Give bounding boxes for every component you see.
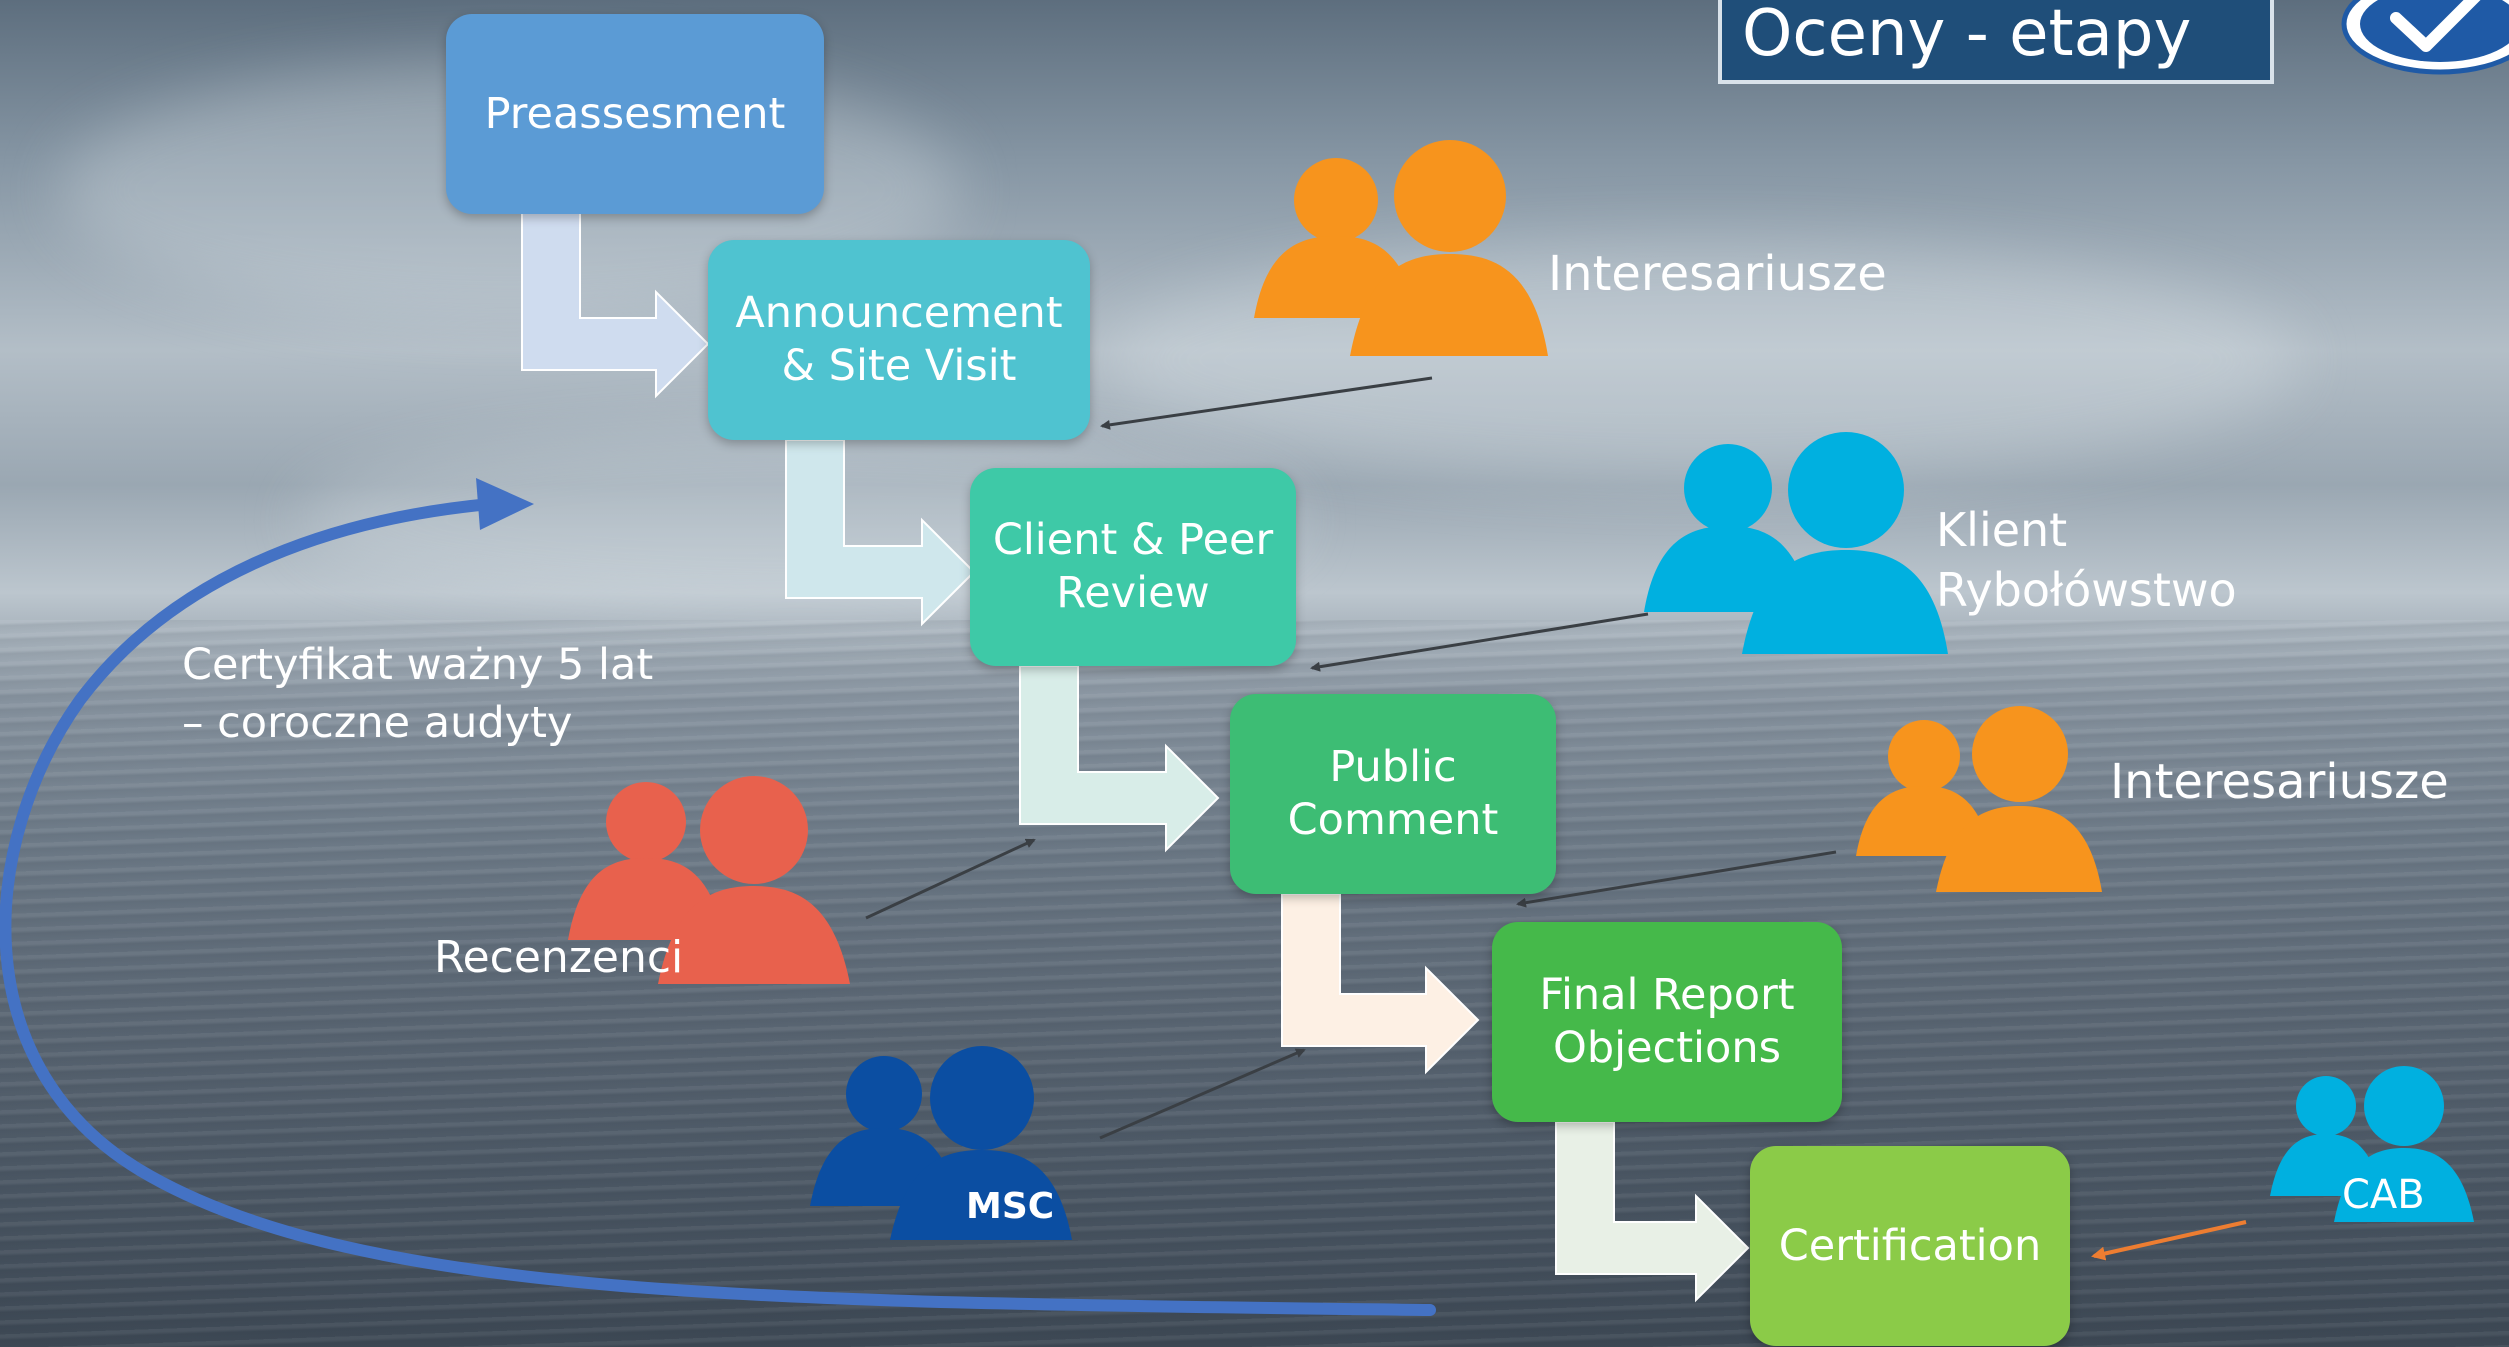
people-icon-navy [810,1046,1072,1240]
stage-box-final-report: Final Report Objections [1492,922,1842,1122]
stage-box-public-comment: Public Comment [1230,694,1556,894]
bent-arrow-1 [521,211,710,399]
pointer-line-orange [2091,1220,2247,1261]
stakeholder-label: Interesariusze [1548,246,1887,302]
pointer-line [1099,1048,1306,1140]
stage-box-announcement: Announcement & Site Visit [708,240,1090,440]
pointer-line [1100,376,1433,430]
bent-arrow-3 [1019,665,1220,853]
people-icon-orange [1856,706,2102,892]
bent-arrow-4 [1281,893,1480,1075]
pointer-line [1310,612,1649,672]
stakeholder-label: MSC [966,1186,1055,1227]
cycle-arrowhead [476,478,534,530]
people-icon-red [568,776,850,984]
stakeholder-label: Interesariusze [2110,754,2449,810]
stage-box-certification: Certification [1750,1146,2070,1346]
people-icon-blue [1644,432,1948,654]
bent-arrow-5 [1555,1121,1750,1303]
people-icon-blue [2270,1066,2474,1222]
stage-box-client-peer-review: Client & Peer Review [970,468,1296,666]
pointer-line [865,838,1036,920]
stakeholder-label: Recenzenci [434,932,684,983]
bent-arrow-2 [785,439,976,627]
stakeholder-label: CAB [2342,1172,2425,1218]
cycle-arc [0,498,1436,1316]
slide-title: Oceny - etapy [1718,0,2274,84]
people-icon-orange [1254,140,1548,356]
pointer-line [1516,850,1837,908]
stakeholder-label: Klient Rybołówstwo [1936,503,2237,617]
stage-box-preassessment: Preassesment [446,14,824,214]
cycle-note: Certyfikat ważny 5 lat – coroczne audyty [182,640,654,748]
